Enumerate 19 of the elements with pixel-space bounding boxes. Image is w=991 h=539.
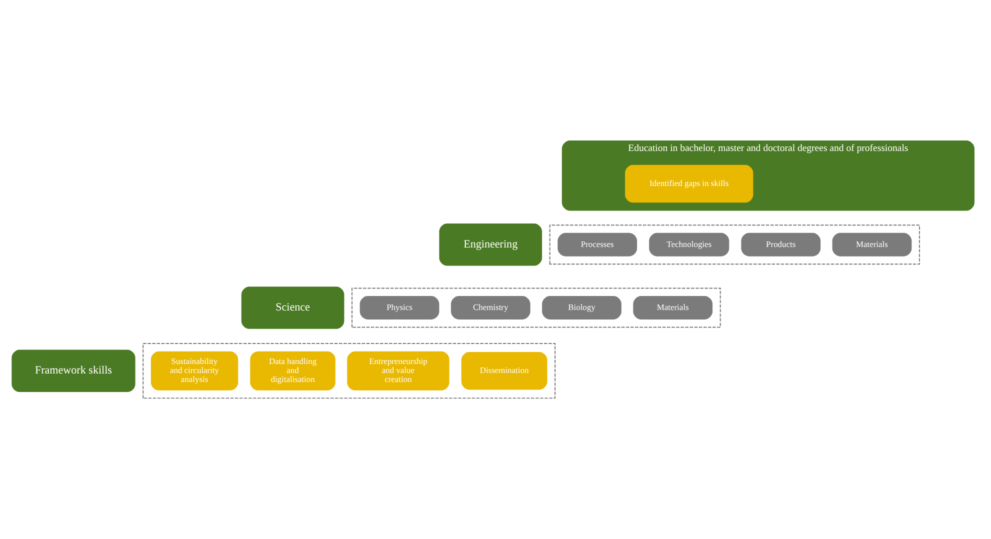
node-box: Engineering — [439, 223, 542, 266]
node-box: Biology — [542, 296, 622, 320]
node-box: Data handling and digitalisation — [250, 351, 336, 390]
node-box: Technologies — [649, 232, 730, 256]
node-box: Processes — [558, 232, 638, 256]
node-box: Framework skills — [12, 350, 136, 392]
node-box: Sustainability and circularity analysis — [150, 351, 238, 390]
node-box: Materials — [633, 296, 713, 320]
cluster — [549, 224, 920, 265]
node-box: Products — [741, 232, 821, 256]
cluster — [142, 343, 556, 399]
node-box: Materials — [832, 232, 912, 256]
node-box: Entrepreneurship and value creation — [347, 351, 450, 390]
node-box: Science — [241, 286, 344, 329]
node-box: Chemistry — [450, 296, 530, 320]
node-box: Identified gaps in skills — [625, 164, 754, 203]
cluster — [352, 288, 721, 328]
node-box: Dissemination — [461, 352, 548, 390]
node-box: Physics — [360, 296, 440, 320]
